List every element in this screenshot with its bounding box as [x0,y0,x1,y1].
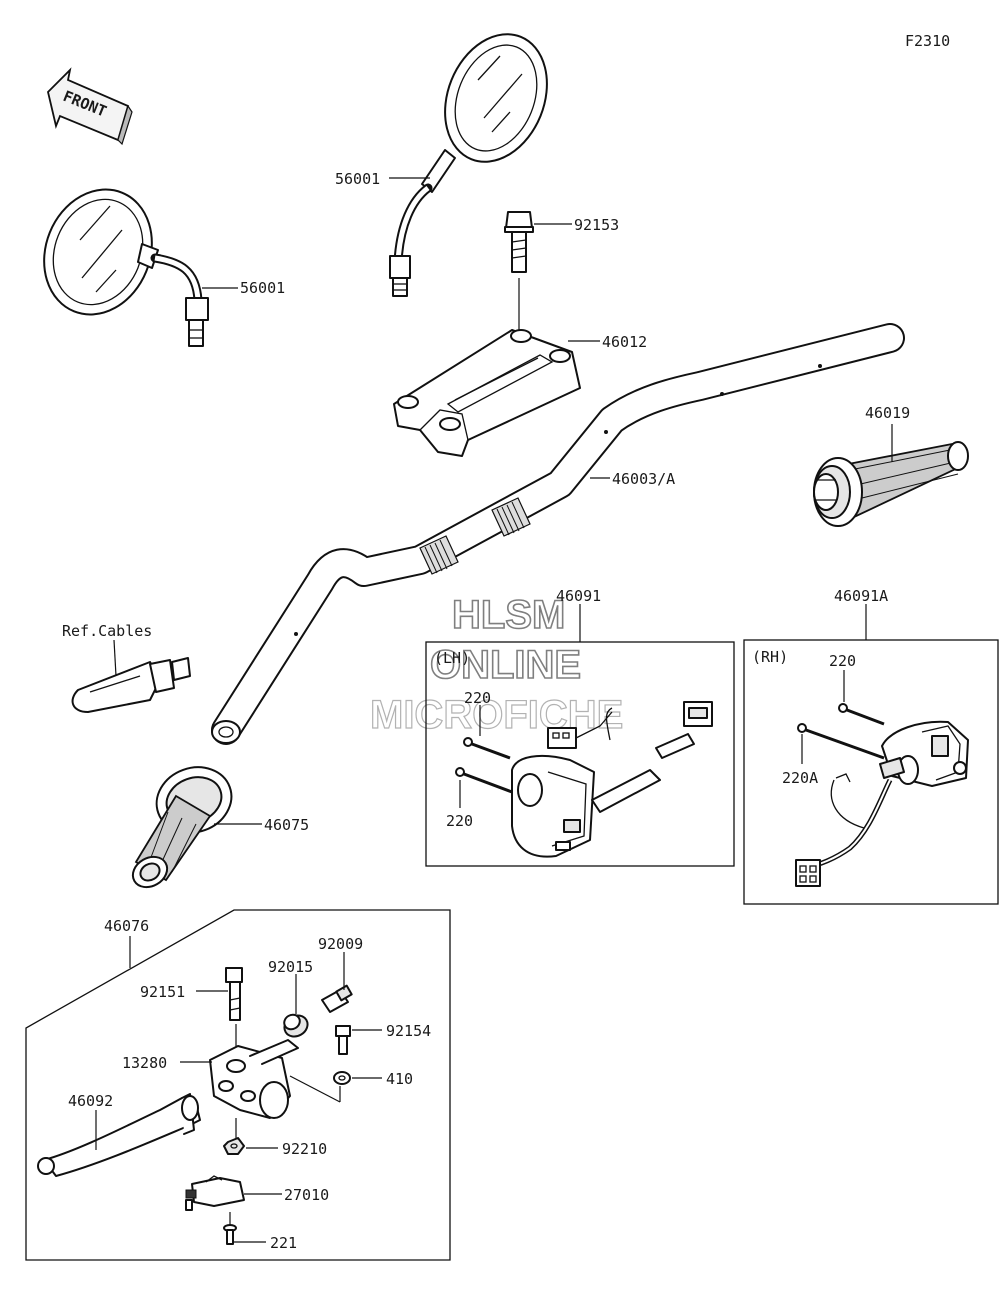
bolt-92153[interactable] [504,211,534,273]
callout-220A: 220A [782,769,818,787]
callout-46012: 46012 [602,333,647,351]
washer-410[interactable] [333,1071,351,1085]
callout-46091: 46091 [556,587,601,605]
lh-connector-left [547,711,613,749]
knurl-band-left [419,535,459,575]
watermark-line1: HLSM [452,593,565,637]
callout-46075: 46075 [264,816,309,834]
throttle-grip-46019[interactable] [813,441,969,527]
callout-13280: 13280 [122,1054,167,1072]
figure-code: F2310 [905,32,950,50]
lever-assembly-box [25,909,451,1261]
handlebar-46003[interactable] [211,323,905,745]
handlebar-holder-46012[interactable] [393,329,581,457]
watermark: HLSM ONLINE MICROFICHE [369,592,624,737]
lh-label: (LH) [434,649,470,667]
screw-221[interactable] [223,1224,237,1245]
callout-27010: 27010 [284,1186,329,1204]
screw-92009[interactable] [321,984,353,1013]
rh-switch-box [743,639,999,905]
screw-220-lh-a[interactable] [463,737,511,760]
callout-46003: 46003/A [612,470,675,488]
rh-connector [795,859,821,887]
callout-56001-top: 56001 [335,170,380,188]
bolt-92151[interactable] [225,967,243,1021]
rh-switch-housing[interactable] [807,720,969,869]
callout-46076: 46076 [104,917,149,935]
mirror-top[interactable] [389,19,565,297]
screw-220A[interactable] [797,723,885,760]
callout-92015: 92015 [268,958,313,976]
clutch-lever-46092[interactable] [37,1093,201,1177]
screw-220-lh-b[interactable] [455,767,513,794]
callout-220-rh: 220 [829,652,856,670]
callout-221: 221 [270,1234,297,1252]
callout-92154: 92154 [386,1022,431,1040]
callout-92210: 92210 [282,1140,327,1158]
knurl-band-right [491,497,531,537]
callout-220-lh-b: 220 [446,812,473,830]
cable-end-ref [71,657,191,713]
callout-410: 410 [386,1070,413,1088]
callout-46019: 46019 [865,404,910,422]
lh-connector-right [655,701,713,759]
rh-label: (RH) [752,648,788,666]
bolt-92154[interactable] [335,1025,351,1055]
adjuster-92015[interactable] [281,1011,312,1040]
callout-92153: 92153 [574,216,619,234]
callout-56001-left: 56001 [240,279,285,297]
callout-92151: 92151 [140,983,185,1001]
callout-92009: 92009 [318,935,363,953]
nut-92210[interactable] [223,1137,245,1155]
mirror-left[interactable] [26,173,209,347]
callout-ref-cables: Ref.Cables [62,622,152,640]
callout-46092: 46092 [68,1092,113,1110]
screw-220-rh[interactable] [838,703,885,726]
left-grip-46075[interactable] [127,757,240,893]
clutch-switch-27010[interactable] [185,1175,245,1211]
front-arrow-icon: FRONT [47,67,133,146]
lh-switch-housing[interactable] [511,707,661,858]
callout-220-lh-a: 220 [464,689,491,707]
callout-46091A: 46091A [834,587,888,605]
watermark-line3: MICROFICHE [370,693,623,737]
lever-bracket-13280[interactable] [209,1039,299,1119]
watermark-line2: ONLINE [430,643,581,687]
